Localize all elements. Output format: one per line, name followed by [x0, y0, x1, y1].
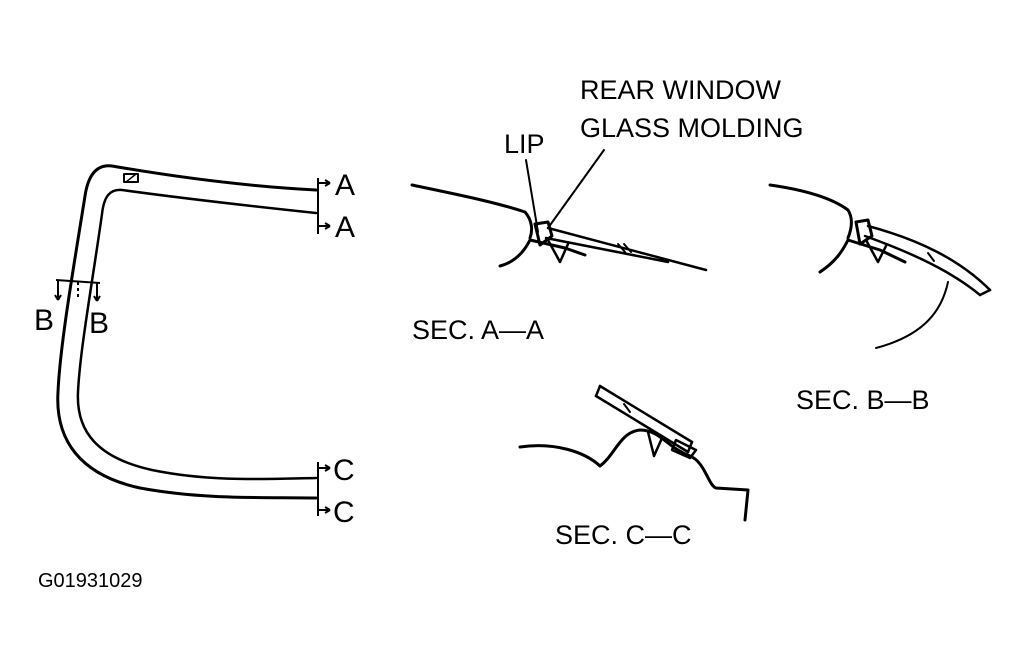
lip-leader-line [525, 159, 539, 233]
aa-molding [533, 220, 554, 247]
cc-adhesive [646, 430, 664, 458]
molding-clip [123, 173, 139, 183]
section-bb-title: SEC. B—B [796, 385, 930, 415]
section-c-bottom-label: C [333, 496, 355, 529]
rear-window-outline [56, 164, 318, 500]
molding-leader-line [547, 149, 605, 229]
section-c-top-label: C [333, 454, 355, 487]
lip-callout: LIP [504, 129, 545, 159]
aa-glass-mark-2 [623, 243, 632, 253]
section-a-marker [317, 178, 331, 234]
cc-glass-end [594, 384, 602, 398]
bb-molding [854, 218, 874, 246]
cc-glass [594, 384, 694, 454]
section-c-marker [317, 462, 331, 516]
section-b-left-label: B [34, 304, 54, 337]
cc-glass-mark [623, 403, 631, 413]
bb-inner-flange [818, 238, 907, 274]
aa-inner-flange [498, 238, 587, 268]
cc-molding [670, 438, 698, 460]
aa-glass [544, 226, 708, 272]
figure-id: G01931029 [38, 570, 143, 592]
bb-leader-line [875, 281, 949, 349]
bb-glass-end [978, 288, 992, 297]
section-a-top-label: A [335, 169, 355, 202]
section-b-right-label: B [89, 307, 109, 340]
bb-adhesive [864, 238, 888, 264]
section-cc-detail [518, 384, 750, 522]
cc-body-panel [518, 428, 750, 522]
section-b-marker [54, 279, 101, 302]
molding-callout-line2: GLASS MOLDING [580, 113, 804, 143]
bb-glass-mark [927, 252, 935, 262]
molding-clip-hatch [125, 173, 137, 183]
section-bb-detail [768, 183, 992, 349]
molding-callout-line1: REAR WINDOW [580, 75, 782, 105]
window-inner-edge [76, 188, 318, 481]
section-aa-title: SEC. A—A [412, 315, 544, 345]
aa-body-panel [410, 183, 534, 240]
section-a-bottom-label: A [335, 211, 355, 244]
window-outer-edge [56, 164, 318, 500]
section-cc-title: SEC. C—C [555, 520, 692, 550]
bb-body-panel [768, 183, 853, 240]
section-aa-detail [410, 149, 708, 272]
bb-glass [863, 224, 992, 297]
aa-adhesive [546, 238, 570, 264]
aa-glass-mark [617, 243, 626, 253]
